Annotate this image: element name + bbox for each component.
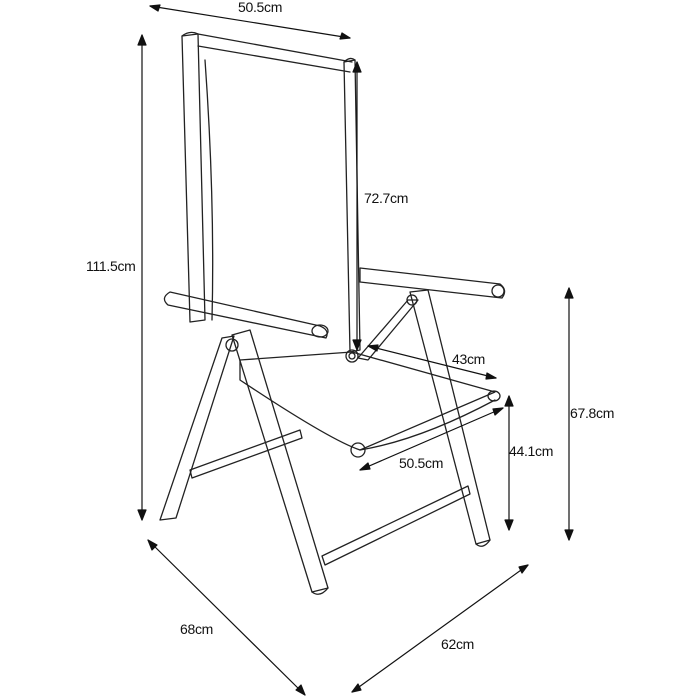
right-armrest	[359, 267, 506, 299]
armrest-height-label: 67.8cm	[570, 405, 615, 421]
dimension-lines	[137, 4, 574, 696]
left-armrest	[163, 291, 329, 339]
cross-bars	[189, 429, 471, 566]
seat-height-label: 44.1cm	[509, 443, 554, 459]
backrest	[181, 31, 361, 353]
backrest-height-label: 72.7cm	[364, 190, 409, 206]
right-legs	[357, 289, 491, 547]
total-depth-label: 68cm	[180, 621, 214, 637]
front-left-leg	[225, 329, 329, 595]
backrest-width-label: 50.5cm	[238, 0, 283, 15]
total-height-label: 111.5cm	[86, 258, 136, 274]
seat	[239, 349, 501, 458]
seat-depth-label: 43cm	[452, 351, 486, 367]
total-width-label: 62cm	[441, 636, 475, 652]
rear-left-leg	[159, 335, 235, 521]
seat-width-label: 50.5cm	[399, 455, 444, 471]
